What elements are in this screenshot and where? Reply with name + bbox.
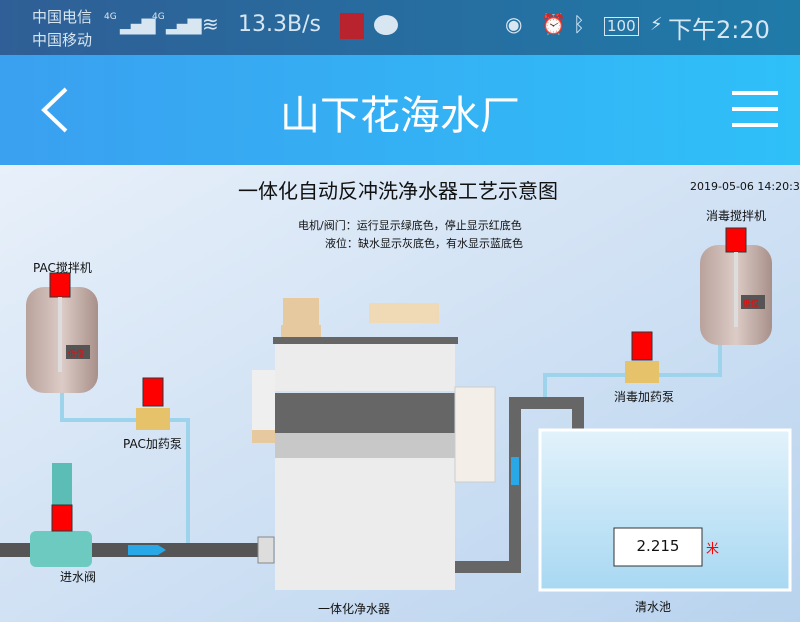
pac-pump-label: PAC加药泵 — [123, 437, 182, 451]
network-speed: 13.3B/s — [238, 12, 321, 37]
carrier-1: 中国电信 — [32, 8, 93, 26]
pac-mixer-label: PAC搅拌机 — [33, 261, 92, 275]
chevron-left-icon[interactable] — [36, 85, 76, 135]
water-level-value: 2.215 — [636, 537, 680, 555]
nav-bar: 山下花海水厂 — [0, 55, 800, 165]
inlet-valve[interactable] — [30, 463, 92, 567]
diagram-title: 一体化自动反冲洗净水器工艺示意图 — [238, 179, 558, 203]
signal-icon: ▂▄▆ — [120, 14, 155, 35]
clear-water-pool — [538, 428, 792, 592]
pac-tank-level-label: 低位 — [68, 349, 84, 358]
legend-motor-valve: 电机/阀门：运行显示绿底色，停止显示红底色 — [298, 219, 522, 232]
network-type-2: 4G — [152, 12, 165, 22]
motor-status-indicator — [725, 227, 747, 253]
timestamp: 2019-05-06 14:20:31 — [690, 180, 800, 193]
charging-icon: ⚡ — [650, 14, 663, 35]
purifier-label: 一体化净水器 — [318, 602, 391, 616]
app-notification-icon — [340, 13, 364, 39]
eye-icon: ◉ — [505, 12, 523, 36]
purifier-unit[interactable] — [252, 298, 496, 590]
alarm-icon: ⏰ — [541, 12, 566, 36]
disinfect-mixer-label: 消毒搅拌机 — [706, 209, 767, 223]
process-diagram: 一体化自动反冲洗净水器工艺示意图 2019-05-06 14:20:31 电机/… — [0, 165, 800, 622]
flow-arrow-icon — [128, 545, 166, 555]
hamburger-menu-icon[interactable] — [732, 89, 778, 129]
disinfect-tank-level-label: 低位 — [743, 299, 759, 308]
message-icon — [374, 15, 398, 35]
pac-pump[interactable] — [136, 377, 170, 430]
disinfect-pump[interactable] — [625, 331, 659, 383]
level-readout-box — [613, 527, 703, 567]
pac-mixer-tank[interactable] — [26, 272, 98, 393]
page-title: 山下花海水厂 — [280, 93, 520, 139]
signal-icon: ▂▄▆ — [166, 14, 201, 35]
clock: 下午2:20 — [668, 16, 770, 44]
battery-icon: 100 — [604, 17, 639, 36]
legend-level: 液位：缺水显示灰底色，有水显示蓝底色 — [325, 237, 523, 250]
wifi-icon: ≋ — [202, 12, 219, 36]
disinfect-pump-label: 消毒加药泵 — [614, 390, 675, 404]
motor-status-indicator — [49, 272, 71, 298]
network-type-1: 4G — [104, 12, 117, 22]
water-level-unit: 米 — [706, 542, 720, 557]
status-bar: 中国电信 中国移动 4G ▂▄▆ 4G ▂▄▆ ≋ 13.3B/s ◉ ⏰ ᛒ … — [0, 0, 800, 55]
clear-pool-label: 清水池 — [635, 600, 672, 614]
valve-status-indicator — [51, 504, 73, 532]
inlet-valve-label: 进水阀 — [60, 570, 97, 584]
carrier-2: 中国移动 — [32, 31, 93, 49]
bluetooth-icon: ᛒ — [573, 12, 585, 36]
disinfect-mixer-tank[interactable] — [700, 227, 772, 345]
